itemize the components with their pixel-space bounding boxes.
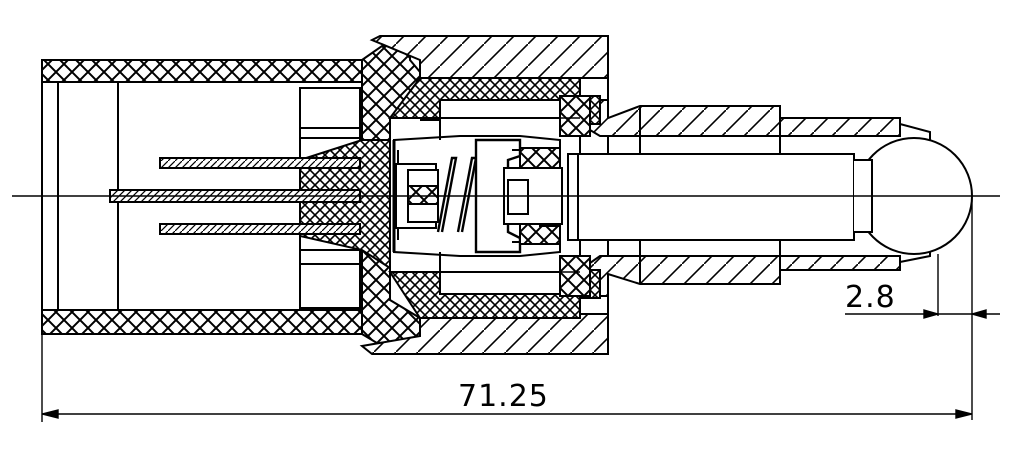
ball-offset-dimension [845, 196, 1000, 420]
inner-housing [388, 77, 601, 319]
overall-length-dimension [41, 334, 973, 422]
contact-spring-assembly [392, 117, 580, 273]
actuator-stem [567, 153, 855, 241]
overall-length-label: 71.25 [458, 379, 549, 414]
ball-offset-label: 2.8 [845, 280, 896, 315]
outer-metal-shell [359, 35, 931, 355]
